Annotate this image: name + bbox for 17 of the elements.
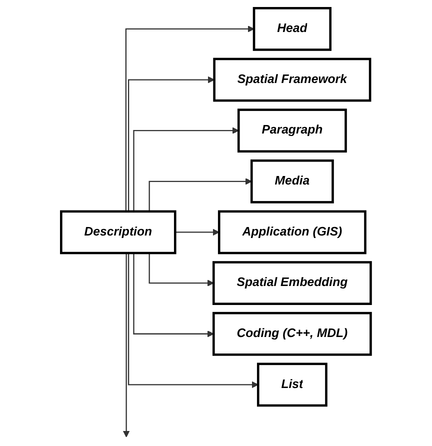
node-box: Media (250, 159, 334, 204)
node-box: Spatial Embedding (212, 261, 372, 305)
arrow (174, 228, 220, 236)
arrow (128, 253, 258, 388)
arrow (125, 26, 254, 212)
node-box: Head (252, 7, 332, 51)
arrow (128, 76, 215, 212)
arrow (148, 253, 214, 286)
arrow (133, 253, 214, 338)
node-box: Paragraph (238, 108, 347, 153)
arrow (148, 178, 252, 212)
arrow (122, 253, 130, 438)
node-box: List (257, 362, 328, 407)
node-box: Application (GIS) (218, 210, 366, 254)
arrow (133, 127, 239, 212)
node-box: Coding (C++, MDL) (212, 312, 372, 356)
node-box: Description (60, 210, 176, 254)
